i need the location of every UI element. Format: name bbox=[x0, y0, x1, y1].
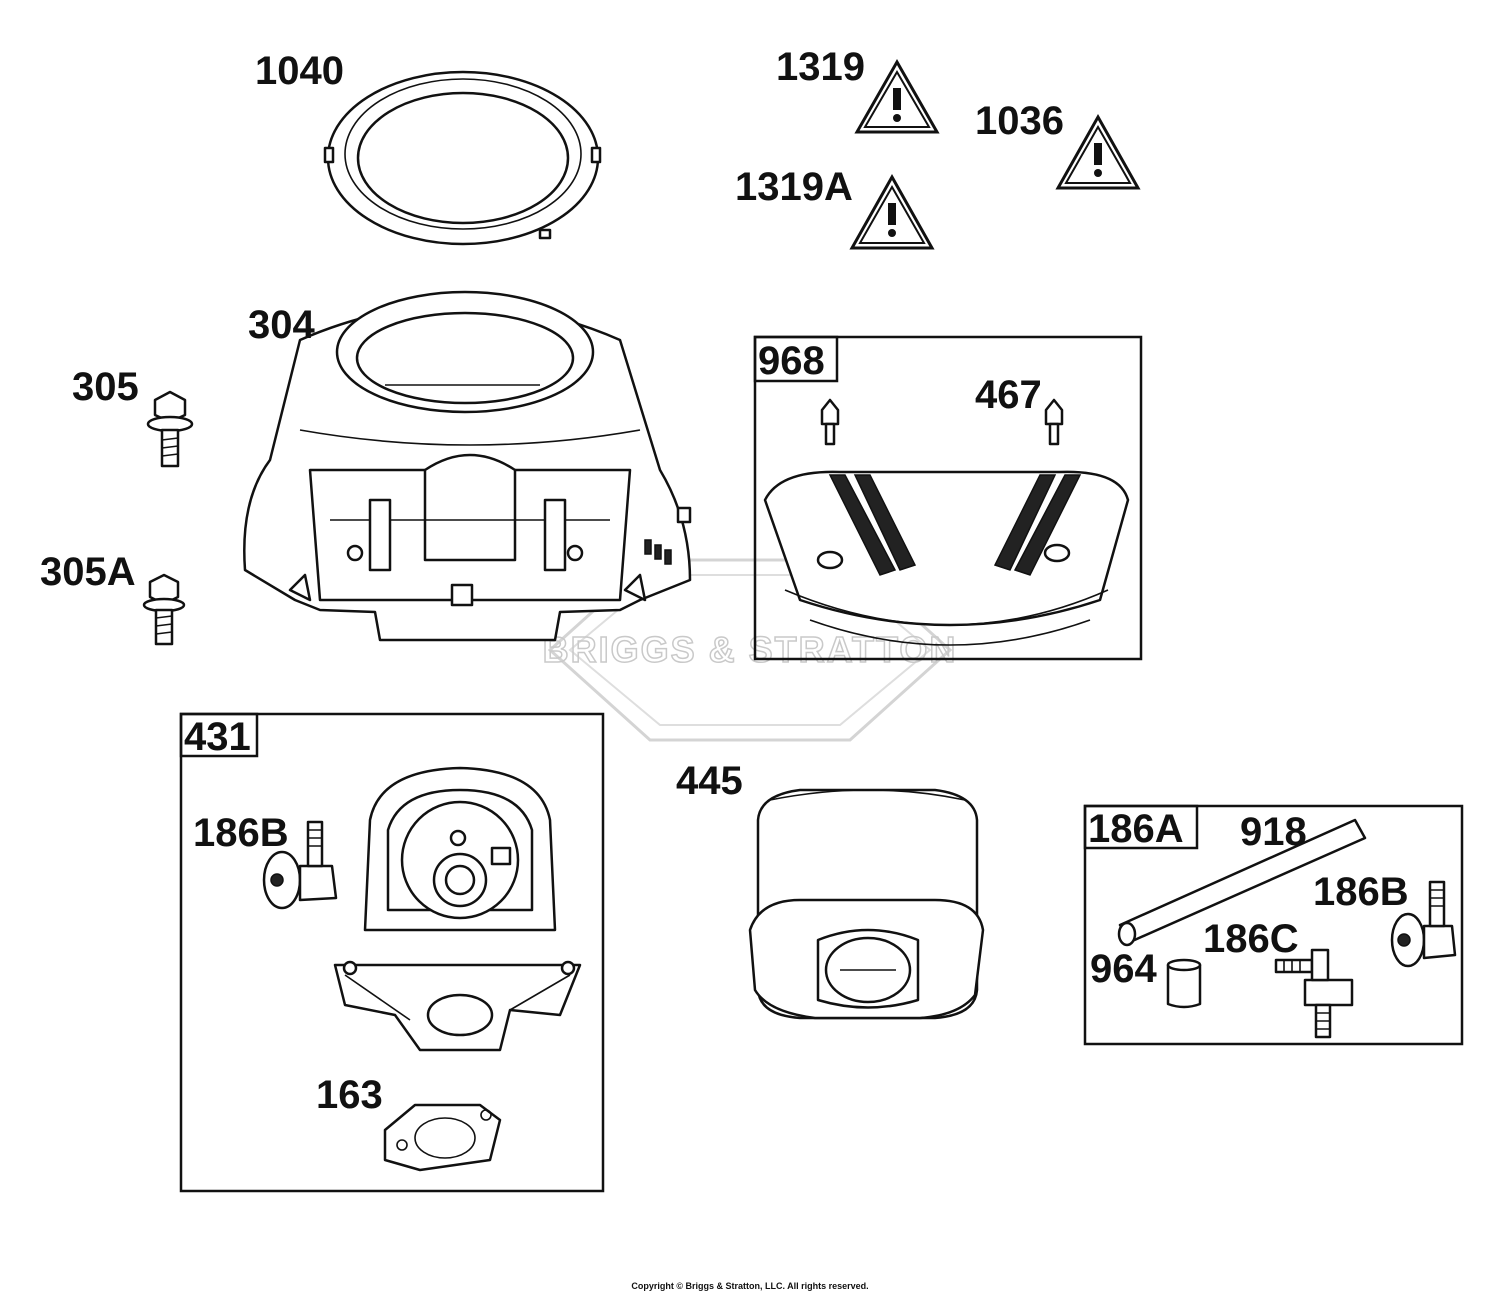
label-1319: 1319 bbox=[776, 45, 865, 89]
part-186C-fitting bbox=[1274, 948, 1354, 1039]
label-964: 964 bbox=[1090, 947, 1157, 991]
label-467: 467 bbox=[975, 373, 1042, 417]
label-1036: 1036 bbox=[975, 99, 1064, 143]
label-186B-left: 186B bbox=[193, 811, 289, 855]
label-186B-right: 186B bbox=[1313, 870, 1409, 914]
copyright-notice: Copyright © Briggs & Stratton, LLC. All … bbox=[631, 1281, 869, 1291]
part-431-air-cleaner-base bbox=[333, 766, 582, 1052]
label-186A: 186A bbox=[1088, 807, 1184, 851]
part-305A-screw bbox=[142, 573, 186, 646]
part-918-hose bbox=[1117, 818, 1367, 947]
part-964-spacer bbox=[1166, 958, 1202, 1009]
warning-icon-1036 bbox=[1055, 113, 1141, 190]
label-445: 445 bbox=[676, 759, 743, 803]
part-186B-fitting-right bbox=[1390, 880, 1457, 968]
part-304-blower-housing bbox=[243, 290, 692, 642]
label-1040: 1040 bbox=[255, 49, 344, 93]
part-1040-ring bbox=[323, 70, 602, 246]
part-163-gasket bbox=[383, 1103, 502, 1172]
watermark-text: BRIGGS & STRATTON bbox=[543, 629, 958, 670]
label-1319A: 1319A bbox=[735, 165, 853, 209]
part-445-air-filter bbox=[748, 788, 985, 1020]
label-431: 431 bbox=[184, 715, 251, 759]
part-305-screw bbox=[146, 390, 194, 468]
part-186B-fitting-left bbox=[262, 820, 338, 910]
part-467-pin-left bbox=[820, 398, 840, 446]
box-431 bbox=[179, 712, 605, 1193]
part-467-pin-right bbox=[1044, 398, 1064, 446]
box-186A bbox=[1083, 804, 1464, 1046]
label-186C: 186C bbox=[1203, 917, 1299, 961]
warning-icon-1319A bbox=[849, 173, 935, 250]
label-305: 305 bbox=[72, 365, 139, 409]
label-163: 163 bbox=[316, 1073, 383, 1117]
label-305A: 305A bbox=[40, 550, 136, 594]
label-304: 304 bbox=[248, 303, 315, 347]
part-968-cover bbox=[763, 470, 1130, 646]
warning-icon-1319 bbox=[854, 58, 940, 134]
label-968: 968 bbox=[758, 339, 825, 383]
box-968 bbox=[753, 335, 1143, 661]
